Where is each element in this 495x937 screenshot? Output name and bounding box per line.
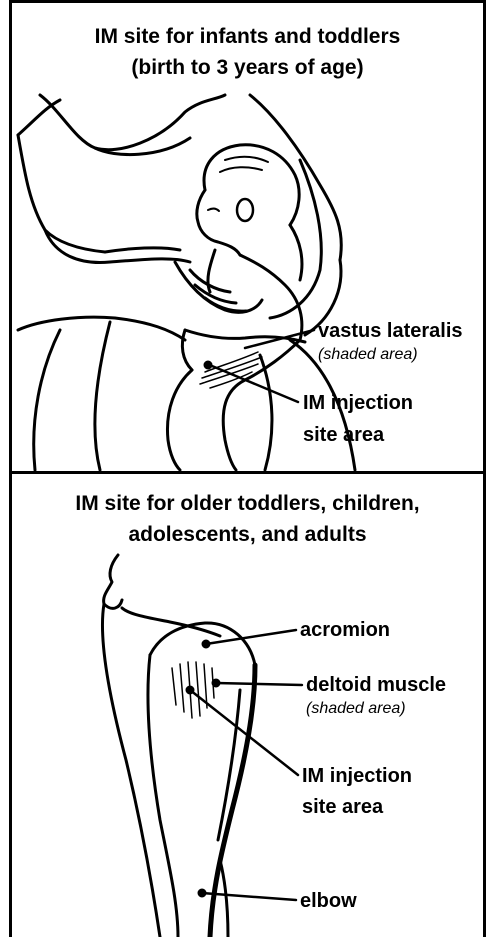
infant-site-pointer-line: [212, 366, 298, 402]
adult-site-label-line1: IM injection: [302, 763, 412, 789]
vastus-lateralis-note: (shaded area): [318, 346, 418, 364]
adult-title-line1: IM site for older toddlers, children,: [12, 488, 483, 519]
arm-shoulder-illustration: [102, 555, 255, 937]
elbow-label: elbow: [300, 888, 357, 914]
acromion-label: acromion: [300, 617, 390, 643]
deltoid-pointer-line: [216, 683, 302, 685]
infant-site-dot: [204, 361, 212, 369]
vastus-lateralis-label: vastus lateralis: [318, 318, 463, 344]
infant-site-label-line1: IM injection: [303, 390, 413, 416]
deltoid-muscle-label: deltoid muscle: [306, 672, 446, 698]
adult-panel-title: IM site for older toddlers, children, ad…: [12, 488, 483, 550]
adult-site-label-line2: site area: [302, 794, 383, 820]
infant-site-label-line2: site area: [303, 422, 384, 448]
adult-title-line2: adolescents, and adults: [12, 519, 483, 550]
vastus-lateralis-pointer-line: [245, 330, 314, 348]
deltoid-muscle-note: (shaded area): [306, 700, 406, 718]
